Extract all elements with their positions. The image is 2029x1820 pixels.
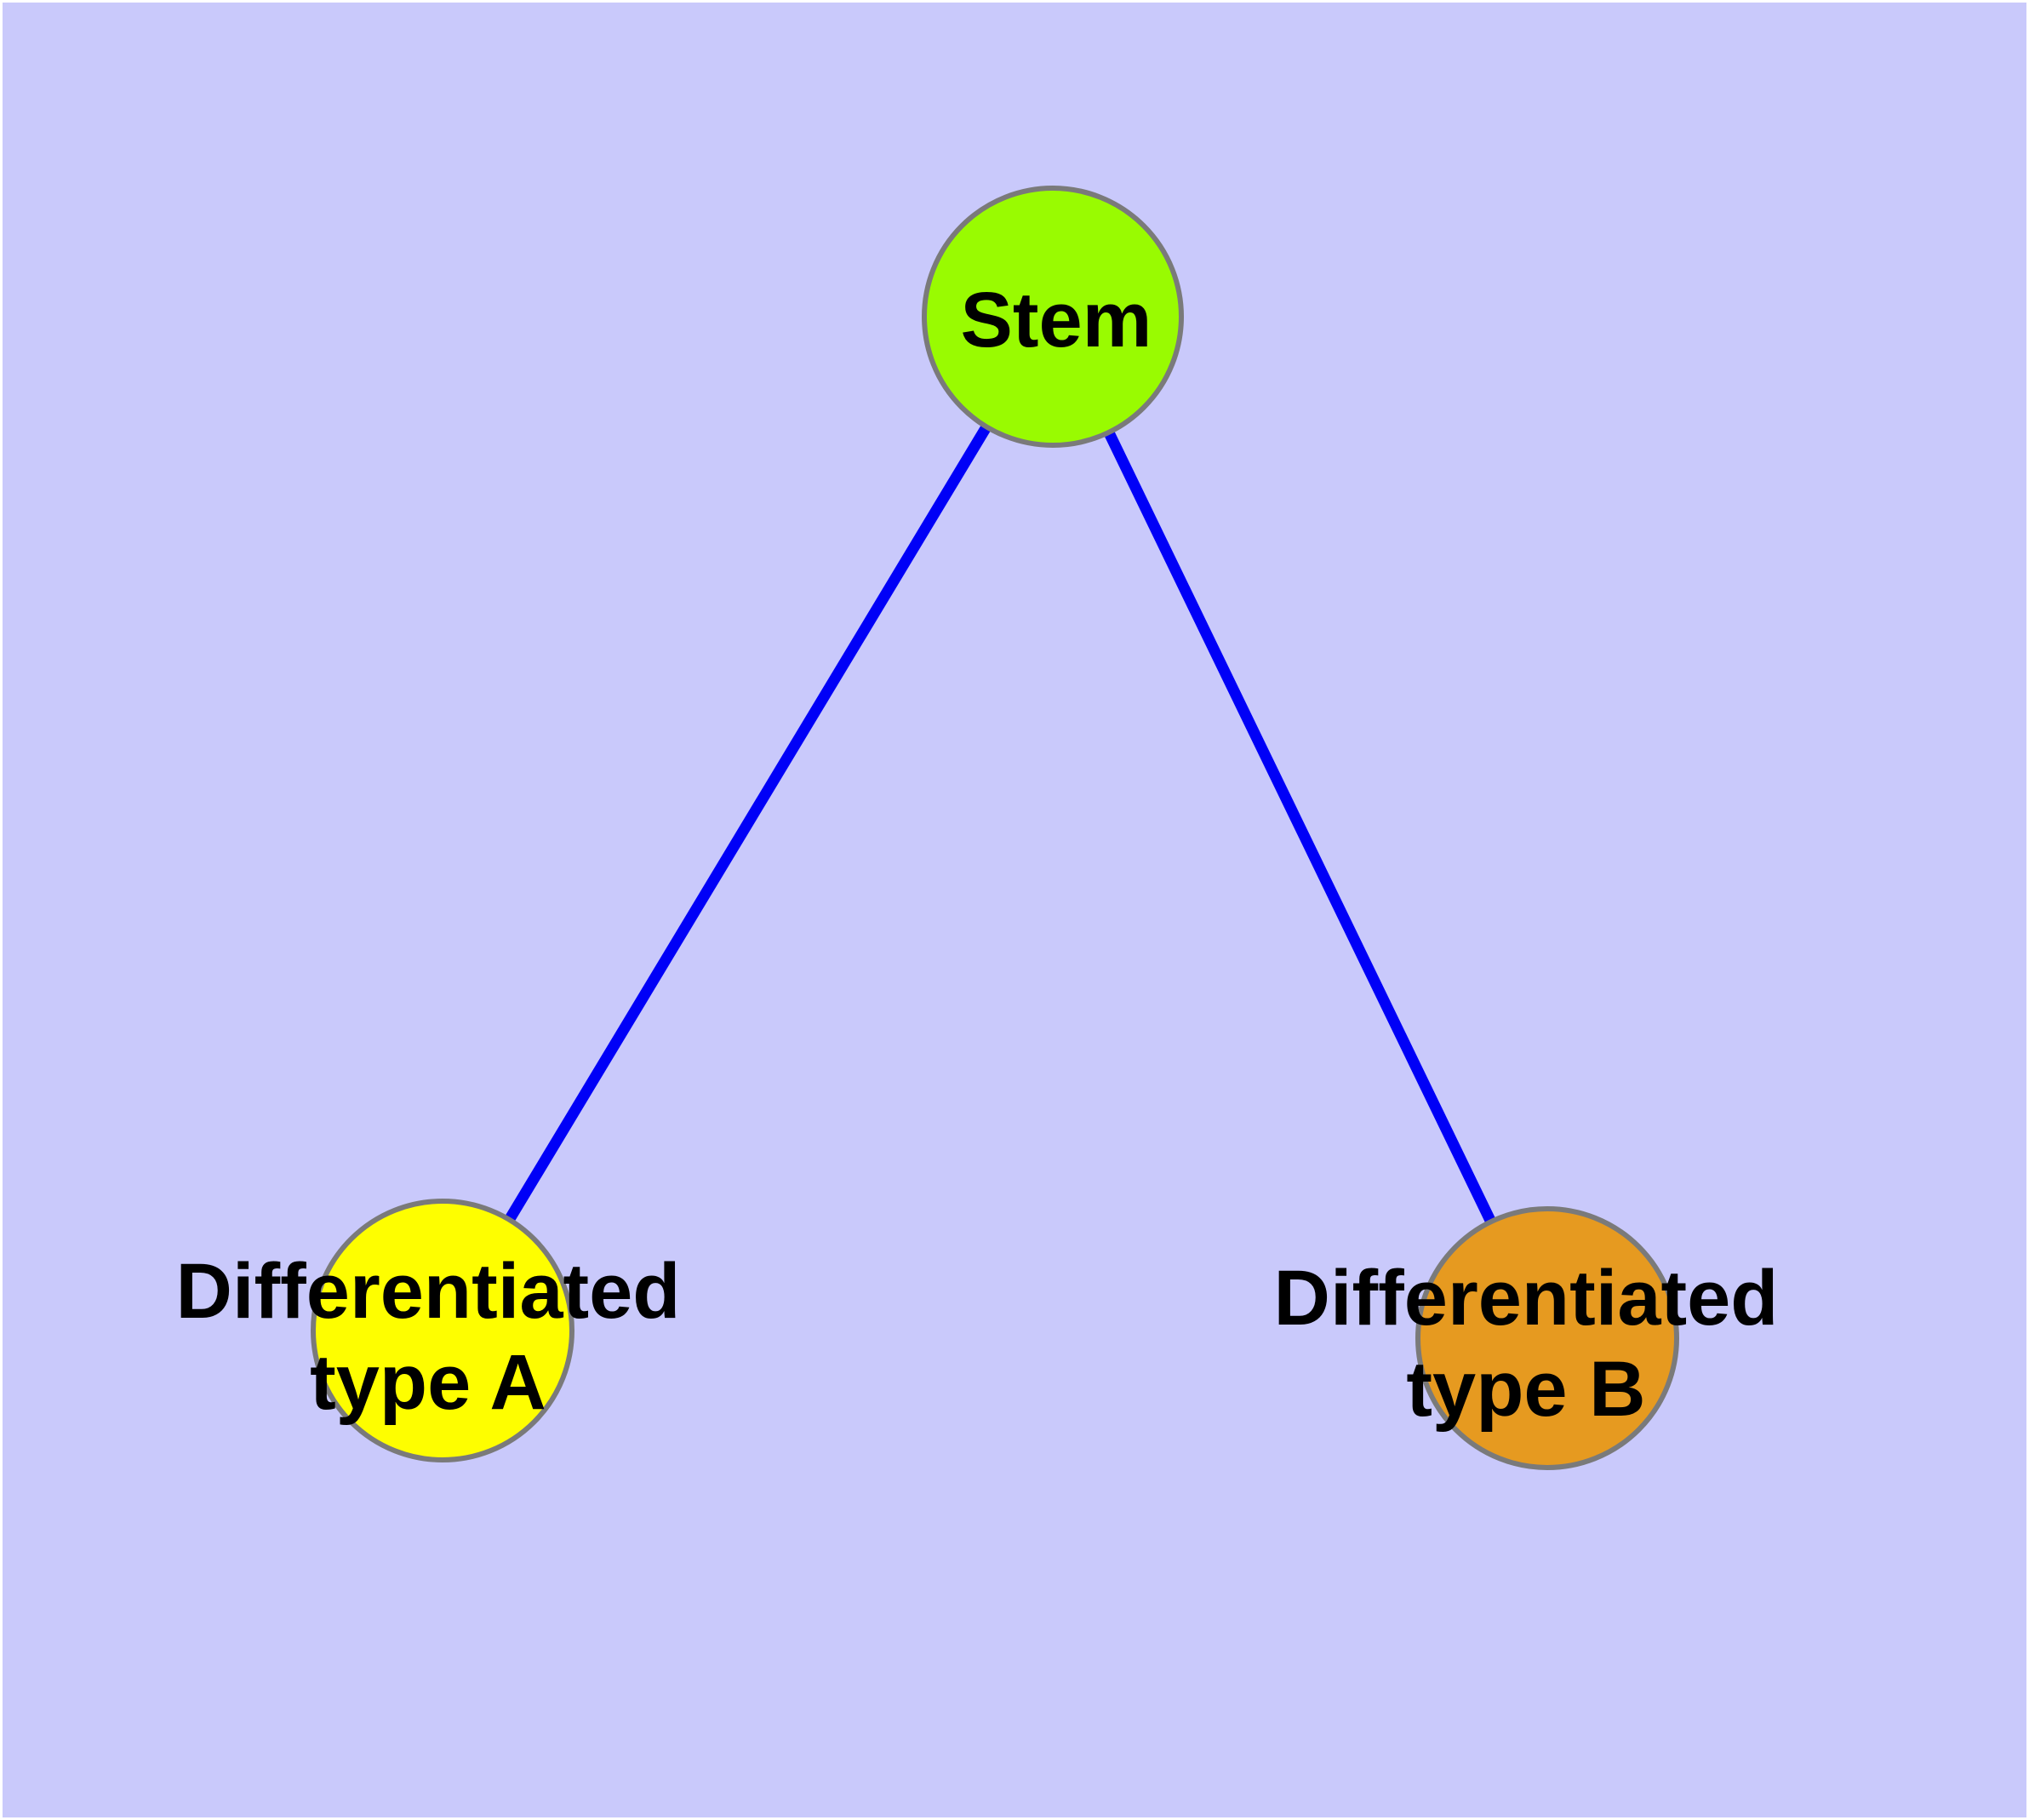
- node-stem: [922, 186, 1184, 448]
- node-differentiated-type-a: [311, 1199, 574, 1462]
- node-type-a-label-line1: Differentiated: [176, 1248, 681, 1335]
- node-type-a-label-line2: type A: [310, 1339, 546, 1426]
- node-type-b-label-line1: Differentiated: [1274, 1255, 1779, 1342]
- node-type-b-label-line2: type B: [1406, 1346, 1645, 1433]
- edge-stem-to-type-a: [437, 313, 1058, 1334]
- edge-stem-to-type-b: [1048, 314, 1552, 1341]
- node-stem-label: Stem: [961, 277, 1152, 363]
- node-differentiated-type-b: [1415, 1206, 1679, 1470]
